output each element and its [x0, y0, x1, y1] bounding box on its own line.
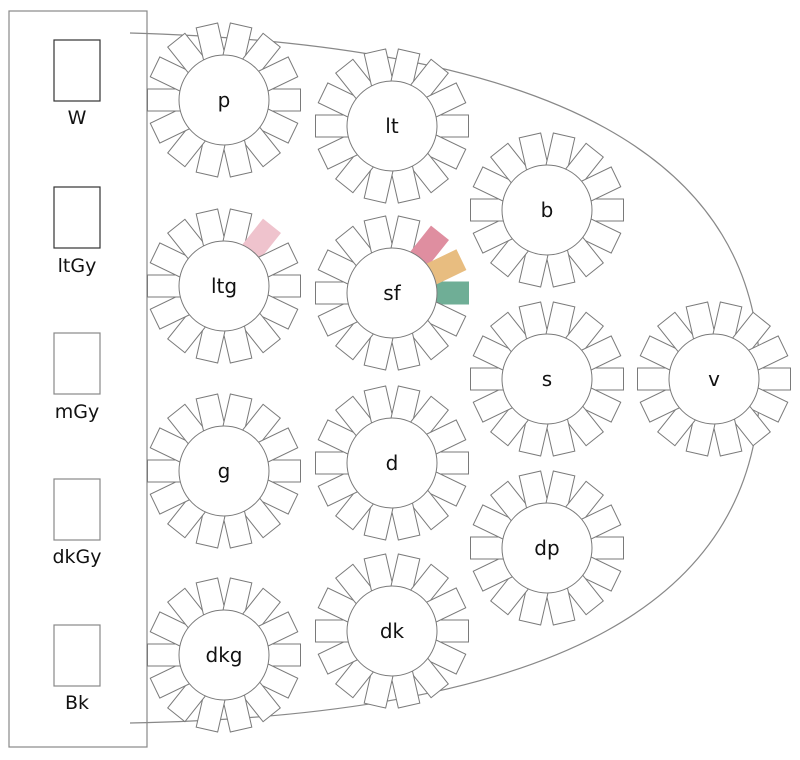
table-dk[interactable]: dk — [315, 553, 469, 709]
seat-s-7[interactable] — [470, 367, 504, 391]
seat-ltg-7[interactable] — [147, 274, 181, 298]
table-s[interactable]: s — [470, 301, 624, 457]
seat-d-7[interactable] — [315, 451, 349, 475]
table-dkg[interactable]: dkg — [147, 577, 301, 733]
seat-d-0[interactable] — [435, 451, 469, 475]
table-dp[interactable]: dp — [470, 470, 624, 626]
table-dp-label: dp — [534, 536, 559, 560]
swatch-w-box — [53, 39, 101, 102]
seat-v-0[interactable] — [757, 367, 791, 391]
table-b-circle — [501, 164, 593, 256]
table-d-circle — [346, 417, 438, 509]
table-dk-circle — [346, 585, 438, 677]
swatch-dkgy-box — [53, 478, 101, 541]
seat-v-7[interactable] — [637, 367, 671, 391]
swatch-bk-label: Bk — [65, 692, 89, 714]
table-v-circle — [668, 333, 760, 425]
seat-lt-0[interactable] — [435, 114, 469, 138]
table-ltg-label: ltg — [211, 274, 237, 298]
seat-ltg-0[interactable] — [267, 274, 301, 298]
seat-b-7[interactable] — [470, 198, 504, 222]
table-p-circle — [178, 54, 270, 146]
swatch-ltgy-label: ltGy — [58, 255, 97, 277]
table-sf-circle — [346, 247, 438, 339]
table-s-label: s — [542, 367, 552, 391]
seat-dkg-0[interactable] — [267, 643, 301, 667]
table-sf[interactable]: sf — [315, 215, 469, 371]
table-ltg-circle — [178, 240, 270, 332]
seat-g-0[interactable] — [267, 459, 301, 483]
seat-lt-7[interactable] — [315, 114, 349, 138]
seat-dk-7[interactable] — [315, 619, 349, 643]
table-b[interactable]: b — [470, 132, 624, 288]
seat-g-7[interactable] — [147, 459, 181, 483]
table-sf-label: sf — [383, 281, 401, 305]
table-v-label: v — [708, 367, 720, 391]
swatch-dkgy[interactable]: dkGy — [52, 478, 102, 568]
seat-sf-7[interactable] — [315, 281, 349, 305]
swatch-mgy-box — [53, 332, 101, 395]
table-b-label: b — [541, 198, 554, 222]
table-p[interactable]: p — [147, 22, 301, 178]
table-g-circle — [178, 425, 270, 517]
side-panel — [8, 10, 148, 748]
seat-sf-0[interactable] — [435, 281, 469, 305]
seat-b-0[interactable] — [590, 198, 624, 222]
table-d-label: d — [386, 451, 399, 475]
table-dp-circle — [501, 502, 593, 594]
table-p-label: p — [218, 88, 231, 112]
table-lt-circle — [346, 80, 438, 172]
table-lt-label: lt — [385, 114, 399, 138]
swatch-ltgy[interactable]: ltGy — [53, 186, 101, 277]
table-dkg-circle — [178, 609, 270, 701]
table-g[interactable]: g — [147, 393, 301, 549]
swatch-bk-box — [53, 624, 101, 687]
swatch-ltgy-box — [53, 186, 101, 249]
table-dkg-label: dkg — [206, 643, 243, 667]
swatch-dkgy-label: dkGy — [52, 546, 101, 568]
table-g-label: g — [218, 459, 231, 483]
swatch-mgy[interactable]: mGy — [53, 332, 101, 423]
swatch-w[interactable]: W — [53, 39, 101, 129]
table-s-circle — [501, 333, 593, 425]
table-ltg[interactable]: ltg — [147, 208, 301, 364]
seat-p-7[interactable] — [147, 88, 181, 112]
table-lt[interactable]: lt — [315, 48, 469, 204]
seat-dk-0[interactable] — [435, 619, 469, 643]
table-v[interactable]: v — [637, 301, 791, 457]
table-dk-label: dk — [380, 619, 405, 643]
seat-p-0[interactable] — [267, 88, 301, 112]
swatch-w-label: W — [68, 107, 87, 129]
seat-dp-7[interactable] — [470, 536, 504, 560]
seat-dp-0[interactable] — [590, 536, 624, 560]
swatch-mgy-label: mGy — [55, 401, 99, 423]
tables-group: p lt b ltg sf s v g d dp dkg dk — [147, 22, 791, 733]
table-d[interactable]: d — [315, 385, 469, 541]
seat-s-0[interactable] — [590, 367, 624, 391]
seat-dkg-7[interactable] — [147, 643, 181, 667]
swatch-bk[interactable]: Bk — [53, 624, 101, 714]
